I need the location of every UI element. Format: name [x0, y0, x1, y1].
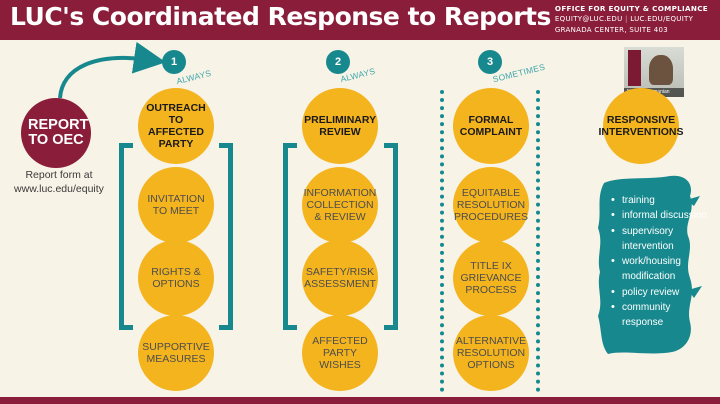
- preliminary-item-label: AFFECTED PARTY WISHES: [312, 335, 368, 371]
- report-label: REPORT TO OEC: [28, 117, 89, 148]
- step-1-number: 1: [170, 56, 178, 68]
- outreach-bracket-right: [219, 143, 233, 330]
- header-bar: LUC's Coordinated Response to Reports OF…: [0, 0, 720, 40]
- preliminary-header-circle: PRELIMINARY REVIEW: [302, 88, 378, 164]
- formal-header-circle: FORMAL COMPLAINT: [453, 88, 529, 164]
- list-item: work/housing modification: [608, 254, 708, 285]
- responsive-interventions-list: training informal discussion supervisory…: [608, 193, 708, 331]
- preliminary-item-label: INFORMATION COLLECTION & REVIEW: [303, 187, 377, 223]
- formal-item-label: EQUITABLE RESOLUTION PROCEDURES: [453, 187, 529, 223]
- report-form-note: Report form at www.luc.edu/equity: [14, 169, 104, 195]
- bottom-bar: [0, 397, 720, 404]
- outreach-item-label: INVITATION TO MEET: [147, 193, 205, 217]
- contact-separator: |: [625, 15, 628, 23]
- preliminary-item-circle: AFFECTED PARTY WISHES: [302, 315, 378, 391]
- formal-header-label: FORMAL COMPLAINT: [459, 114, 523, 138]
- step-2-number: 2: [334, 56, 342, 68]
- formal-item-circle: ALTERNATIVE RESOLUTION OPTIONS: [453, 315, 529, 391]
- outreach-bracket-left: [119, 143, 133, 330]
- preliminary-header-label: PRELIMINARY REVIEW: [304, 114, 377, 138]
- outreach-item-circle: INVITATION TO MEET: [138, 167, 214, 243]
- preliminary-item-circle: INFORMATION COLLECTION & REVIEW: [302, 167, 378, 243]
- webcam-person: [649, 55, 673, 85]
- outreach-item-circle: SUPPORTIVE MEASURES: [138, 315, 214, 391]
- office-name: OFFICE FOR EQUITY & COMPLIANCE: [554, 4, 708, 13]
- office-website[interactable]: LUC.EDU/EQUITY: [630, 15, 694, 23]
- formal-item-label: ALTERNATIVE RESOLUTION OPTIONS: [455, 335, 527, 371]
- formal-item-circle: TITLE IX GRIEVANCE PROCESS: [453, 240, 529, 316]
- preliminary-item-label: SAFETY/RISK ASSESSMENT: [304, 266, 376, 290]
- responsive-header-circle: RESPONSIVE INTERVENTIONS: [599, 88, 684, 164]
- list-item: policy review: [608, 285, 708, 301]
- list-item: informal discussion: [608, 208, 708, 224]
- list-item: community response: [608, 300, 708, 331]
- outreach-header-label: OUTREACH TO AFFECTED PARTY: [146, 102, 206, 150]
- page-title: LUC's Coordinated Response to Reports: [10, 2, 551, 31]
- outreach-item-label: SUPPORTIVE MEASURES: [142, 341, 210, 365]
- step-2-badge: 2: [326, 50, 350, 74]
- webcam-banner: [628, 50, 641, 86]
- step-3-badge: 3: [478, 50, 502, 74]
- step-3-number: 3: [486, 56, 494, 68]
- formal-dotted-line-left: [440, 90, 444, 392]
- report-to-oec-circle: REPORT TO OEC: [21, 98, 91, 168]
- office-info: OFFICE FOR EQUITY & COMPLIANCE EQUITY@LU…: [555, 3, 708, 36]
- formal-dotted-line-right: [536, 90, 540, 392]
- step-1-badge: 1: [162, 50, 186, 74]
- formal-item-label: TITLE IX GRIEVANCE PROCESS: [460, 260, 522, 296]
- office-location: GRANADA CENTER, SUITE 403: [554, 26, 668, 34]
- formal-item-circle: EQUITABLE RESOLUTION PROCEDURES: [453, 167, 529, 243]
- office-email[interactable]: EQUITY@LUC.EDU: [554, 15, 623, 23]
- list-item: training: [608, 193, 708, 209]
- outreach-item-label: RIGHTS & OPTIONS: [151, 266, 201, 290]
- office-contact-line: EQUITY@LUC.EDU | LUC.EDU/EQUITY: [555, 14, 708, 25]
- outreach-item-circle: RIGHTS & OPTIONS: [138, 240, 214, 316]
- preliminary-item-circle: SAFETY/RISK ASSESSMENT: [302, 240, 378, 316]
- outreach-header-circle: OUTREACH TO AFFECTED PARTY: [138, 88, 214, 164]
- responsive-header-label: RESPONSIVE INTERVENTIONS: [598, 114, 684, 138]
- preliminary-bracket-left: [283, 143, 297, 330]
- preliminary-bracket-right: [384, 143, 398, 330]
- list-item: supervisory intervention: [608, 224, 708, 255]
